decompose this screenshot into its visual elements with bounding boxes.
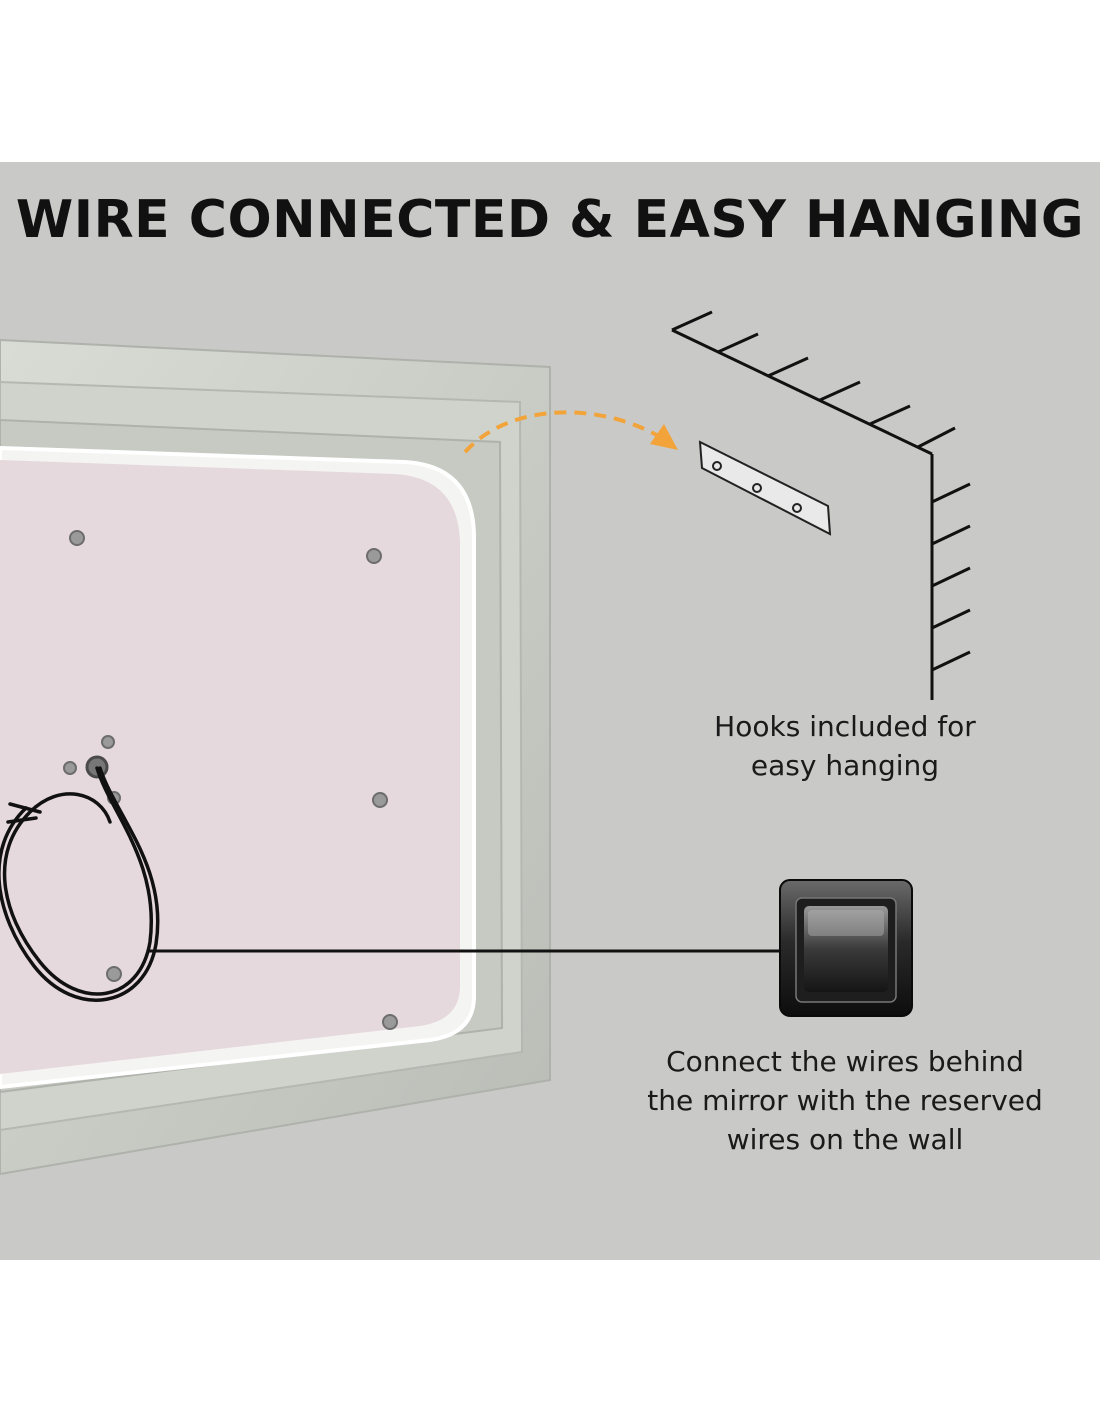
mirror-back-panel	[0, 460, 460, 1074]
wires-caption-line-2: the mirror with the reserved	[647, 1084, 1043, 1117]
screw	[106, 966, 122, 982]
screw	[366, 548, 382, 564]
screw	[382, 1014, 398, 1030]
wall-switch-icon	[779, 879, 913, 1017]
wires-caption-line-3: wires on the wall	[726, 1123, 964, 1156]
coiled-wires	[0, 766, 160, 1002]
screw	[63, 761, 77, 775]
wires-caption: Connect the wires behind the mirror with…	[610, 1042, 1080, 1159]
wires-caption-line-1: Connect the wires behind	[666, 1045, 1024, 1078]
screw	[69, 530, 85, 546]
wall-corner-sketch	[671, 310, 971, 700]
hooks-caption-line-2: easy hanging	[750, 749, 940, 782]
arrow-head	[650, 424, 678, 450]
hook-bracket	[698, 440, 832, 536]
screw	[372, 792, 388, 808]
product-panel: WIRE CONNECTED & EASY HANGING Hooks incl…	[0, 162, 1100, 1260]
headline: WIRE CONNECTED & EASY HANGING	[15, 190, 1085, 250]
hooks-caption-line-1: Hooks included for	[714, 710, 976, 743]
dashed-arrow	[463, 410, 662, 454]
hooks-caption: Hooks included for easy hanging	[660, 707, 1030, 785]
screw	[101, 735, 115, 749]
mirror-scene	[0, 310, 971, 1176]
